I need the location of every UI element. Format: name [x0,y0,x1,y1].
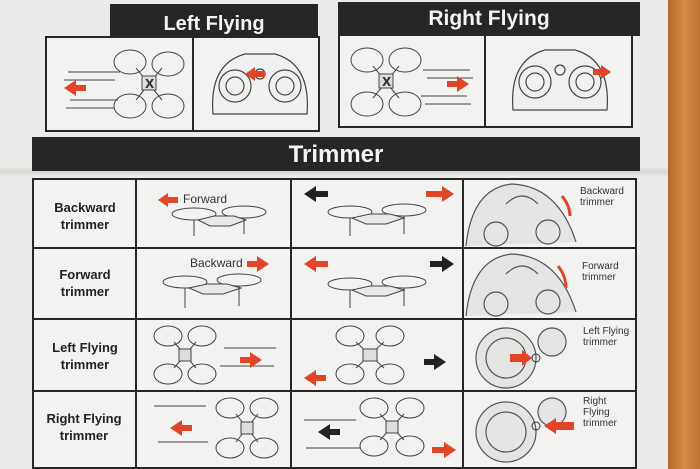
left-flying-header: Left Flying [110,4,318,40]
svg-text:X: X [145,77,155,91]
row-label-left-flying-trimmer: Left Flying trimmer [52,340,118,372]
row-label-backward-trimmer: Backward trimmer [54,200,116,232]
trim-button-illustration [465,253,577,317]
row-label-right-flying-trimmer: Right Flying trimmer [46,411,122,443]
drone-side-view-illustration [162,256,269,308]
forward-trimmer-caption: Forward trimmer [582,261,619,283]
forward-caption: Forward [183,192,228,206]
drone-top-view-illustration [154,397,279,459]
trim-button-illustration [465,183,577,247]
right-arrow-icon [593,65,611,79]
left-arrow-icon [544,418,574,434]
left-arrow-icon [304,370,326,386]
left-arrow-icon [170,420,192,436]
right-arrow-icon [430,256,454,272]
right-arrow-icon [424,354,446,370]
drone-top-view-illustration [153,325,276,385]
right-arrow-icon [510,350,532,366]
drone-top-view-illustration: X [350,47,473,117]
left-flying-trimmer-caption: Left Flying trimmer [583,326,630,348]
left-arrow-icon [158,193,178,207]
backward-caption: Backward [190,256,243,270]
paper-fold [0,168,668,176]
right-arrow-icon [426,186,454,202]
drone-side-view-illustration [304,186,454,236]
trim-dial-illustration [475,397,574,463]
left-arrow-icon [318,424,340,440]
right-flying-trimmer-caption: Right Flying trimmer [583,396,617,429]
right-arrow-icon [432,442,456,458]
trimmer-header: Trimmer [32,137,640,171]
svg-text:X: X [382,75,392,89]
left-arrow-icon [304,256,328,272]
right-flying-header: Right Flying [338,2,640,36]
trim-dial-illustration [475,327,567,389]
drone-top-view-illustration [304,325,446,386]
controller-right-illustration [512,49,611,111]
table-background [668,0,700,469]
left-arrow-icon [64,80,86,96]
drone-top-view-illustration: X [64,49,185,119]
right-arrow-icon [447,76,469,92]
controller-left-illustration [212,53,308,115]
backward-trimmer-caption: Backward trimmer [580,186,624,208]
right-arrow-icon [247,256,269,272]
left-arrow-icon [245,67,265,81]
row-label-forward-trimmer: Forward trimmer [59,267,111,299]
drone-side-view-illustration [304,256,454,308]
drone-top-view-illustration [304,397,456,458]
right-arrow-icon [240,352,262,368]
left-arrow-icon [304,186,328,202]
drone-side-view-illustration [158,193,267,236]
